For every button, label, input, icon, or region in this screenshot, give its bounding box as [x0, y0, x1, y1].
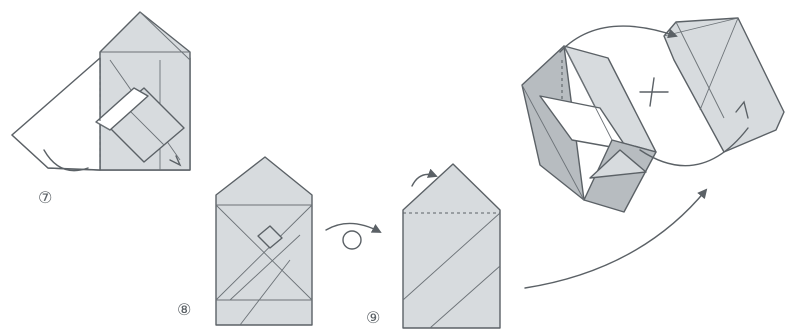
step-8-number: ⑧ — [177, 300, 191, 319]
step-7-figure — [12, 12, 190, 171]
plus-sign — [640, 78, 668, 106]
step-7-white-part — [12, 58, 100, 170]
step-9-house — [403, 164, 500, 328]
insert-arrow-top — [560, 26, 676, 52]
step-9-figure — [403, 164, 500, 328]
step-9-number: ⑨ — [366, 308, 380, 327]
assembly-unit — [664, 18, 784, 152]
unit-piece — [664, 18, 784, 152]
step-7-number: ⑦ — [38, 188, 52, 207]
assembly-box — [522, 46, 656, 212]
turn-over-symbol — [326, 223, 380, 249]
step-8-figure — [216, 157, 312, 325]
turn-over-circle-icon — [343, 231, 361, 249]
